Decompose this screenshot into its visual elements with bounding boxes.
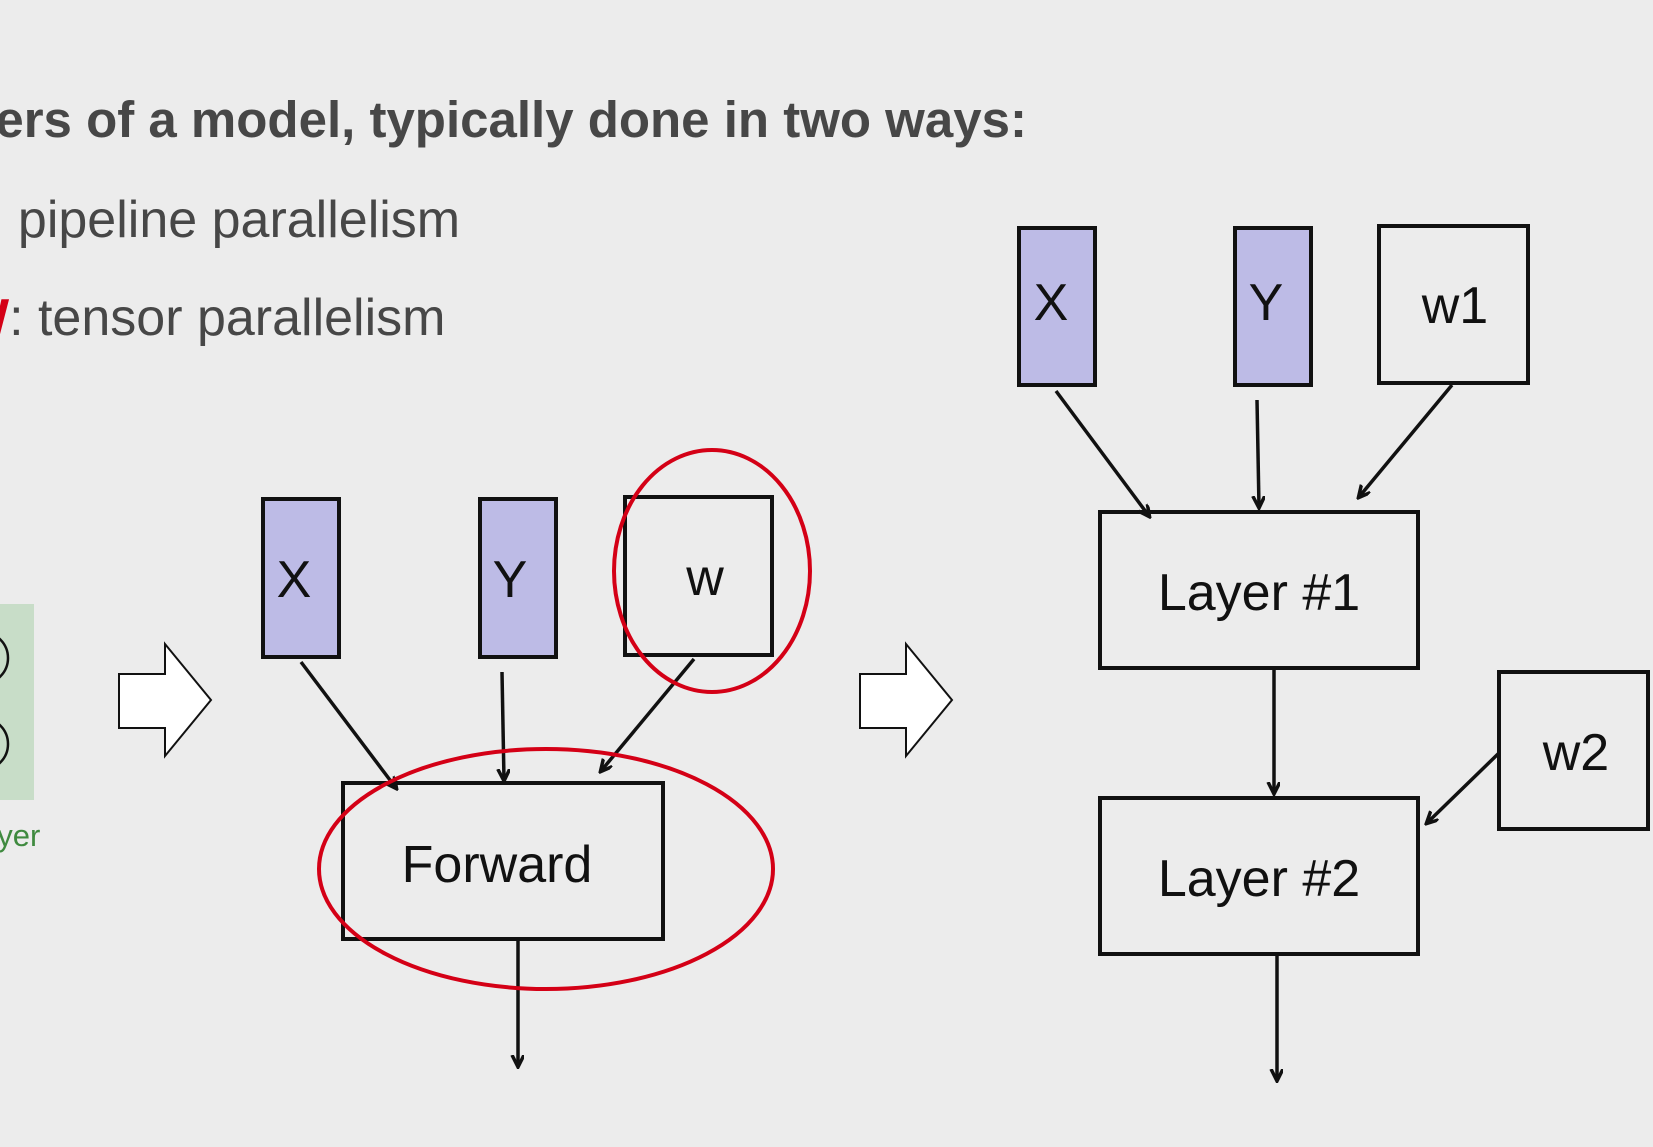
edge-x-to-layer1	[1054, 389, 1149, 516]
input-label-x: X	[277, 551, 312, 609]
layer-panel-label: ayer	[0, 818, 41, 853]
edge-w2-to-layer2	[1427, 751, 1501, 823]
layer-box-2	[1098, 796, 1420, 956]
edge-y-to-forward	[502, 671, 504, 780]
weight-label-w: w	[685, 549, 724, 607]
input-label-y: Y	[493, 551, 528, 609]
input-box-y	[478, 497, 558, 659]
bullet-keyword: W	[0, 289, 9, 347]
highlight-ellipse-forward	[317, 747, 775, 991]
layer-box-1	[1098, 510, 1420, 670]
weight-box-w2	[1497, 670, 1650, 831]
weight-label-w2: w2	[1542, 724, 1609, 782]
weight-box-w	[623, 495, 774, 657]
edge-w-to-forward	[601, 657, 696, 771]
input-label-y: Y	[1249, 274, 1284, 332]
right-diagram: X Y w1 Layer #1 w2 Layer #2	[1017, 224, 1650, 1080]
transition-arrow-2	[859, 641, 954, 759]
bullet-tensor: W: tensor parallelism	[0, 288, 445, 348]
bullet-pipeline: ayer: pipeline parallelism	[0, 190, 460, 250]
input-box-y	[1233, 226, 1313, 387]
weight-label-w1: w1	[1421, 277, 1488, 335]
layer-label-1: Layer #1	[1158, 564, 1360, 622]
bullet-text: : pipeline parallelism	[0, 191, 461, 249]
forward-label: Forward	[402, 836, 593, 894]
edge-w1-to-layer1	[1359, 383, 1454, 497]
middle-diagram: X Y w Forward	[261, 448, 812, 1066]
layer-panel-fragment	[0, 604, 34, 800]
neuron-circle	[0, 723, 10, 765]
bullet-text: : tensor parallelism	[9, 289, 446, 347]
layer-label-2: Layer #2	[1158, 850, 1360, 908]
weight-box-w1	[1377, 224, 1530, 385]
input-box-x	[1017, 226, 1097, 387]
highlight-ellipse-weight	[612, 448, 812, 694]
input-label-x: X	[1034, 274, 1069, 332]
input-box-x	[261, 497, 341, 659]
edge-x-to-forward	[299, 660, 396, 788]
edge-y-to-layer1	[1257, 399, 1259, 507]
transition-arrow-1	[118, 641, 213, 759]
slide-heading: eters of a model, typically done in two …	[0, 91, 1027, 148]
neuron-circle	[0, 637, 10, 679]
